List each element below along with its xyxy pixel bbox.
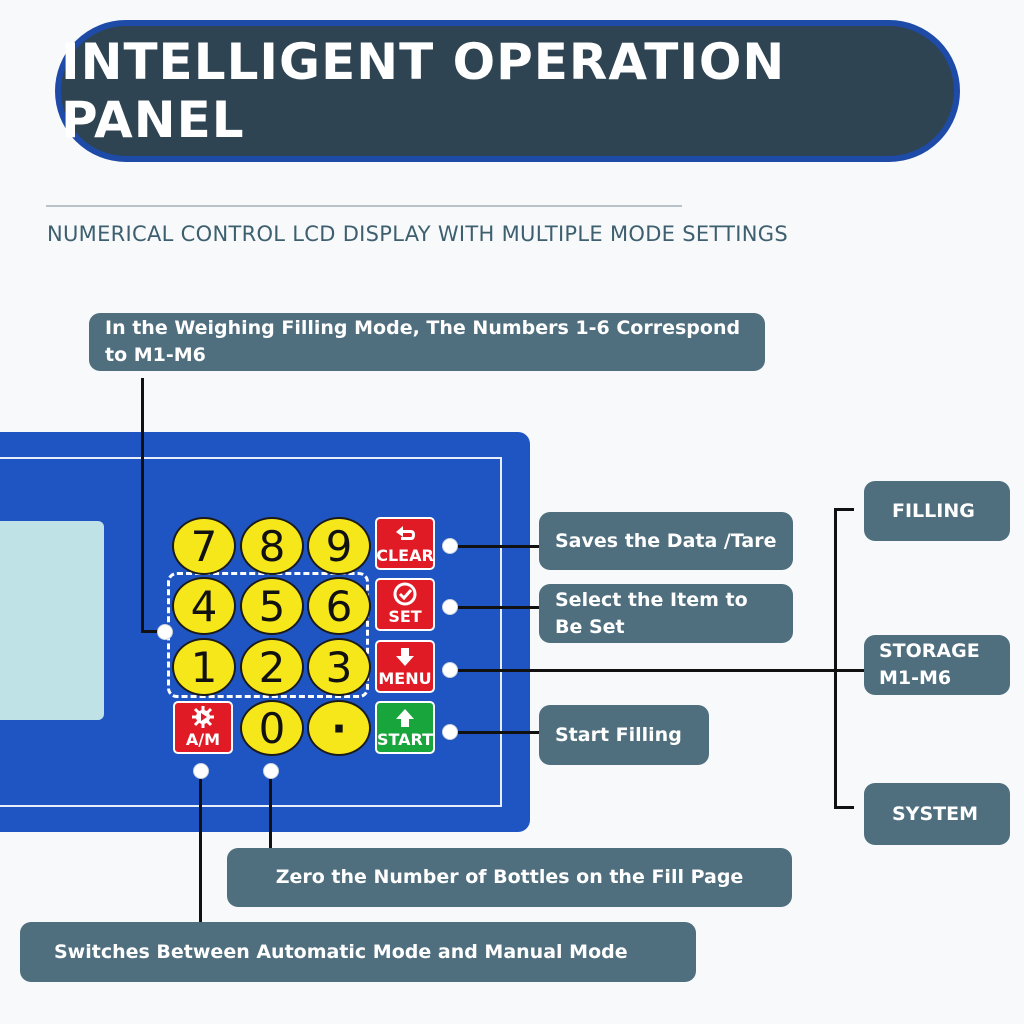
key-7[interactable]: 7 — [172, 517, 236, 575]
am-dot — [193, 763, 209, 779]
menu-dot — [442, 662, 458, 678]
am-connector — [199, 772, 202, 922]
key-3[interactable]: 3 — [307, 638, 371, 696]
menu-item-storage: STORAGE M1-M6 — [864, 635, 1010, 695]
divider — [46, 205, 682, 207]
start-connector — [457, 731, 540, 734]
panel-frame — [0, 457, 502, 807]
start-callout: Start Filling — [539, 705, 709, 765]
menu-connector — [457, 669, 864, 672]
clear-key[interactable]: CLEAR — [375, 517, 435, 570]
subtitle: NUMERICAL CONTROL LCD DISPLAY WITH MULTI… — [47, 222, 788, 246]
start-dot — [442, 724, 458, 740]
return-arrow-icon — [396, 526, 415, 540]
gear-icon — [192, 706, 214, 728]
menu-key[interactable]: MENU — [375, 640, 435, 693]
key-0[interactable]: 0 — [240, 700, 304, 756]
numbers-callout: In the Weighing Filling Mode, The Number… — [89, 313, 765, 371]
down-arrow-icon — [396, 648, 414, 666]
check-circle-icon — [393, 582, 417, 606]
zero-connector — [269, 772, 272, 848]
key-6[interactable]: 6 — [307, 577, 371, 635]
key-1[interactable]: 1 — [172, 638, 236, 696]
key-5[interactable]: 5 — [240, 577, 304, 635]
numbers-dot — [157, 624, 173, 640]
zero-dot — [263, 763, 279, 779]
key-2[interactable]: 2 — [240, 638, 304, 696]
menu-item-filling: FILLING — [864, 481, 1010, 541]
set-key[interactable]: SET — [375, 578, 435, 631]
set-connector — [457, 606, 540, 609]
page-title: INTELLIGENT OPERATION PANEL — [61, 33, 786, 149]
menu-bracket-top — [834, 508, 854, 511]
key-9[interactable]: 9 — [307, 517, 371, 575]
clear-dot — [442, 538, 458, 554]
menu-bracket-vertical — [834, 508, 837, 808]
clear-callout: Saves the Data /Tare — [539, 512, 793, 570]
am-key[interactable]: A/M — [173, 701, 233, 754]
up-arrow-icon — [396, 709, 414, 727]
am-key-label: A/M — [185, 730, 221, 749]
set-key-label: SET — [388, 607, 422, 626]
clear-key-label: CLEAR — [376, 546, 434, 565]
start-key[interactable]: START — [375, 701, 435, 754]
menu-key-label: MENU — [378, 669, 432, 688]
title-banner: INTELLIGENT OPERATION PANEL — [55, 20, 960, 162]
key-8[interactable]: 8 — [240, 517, 304, 575]
am-callout: Switches Between Automatic Mode and Manu… — [20, 922, 696, 982]
key-dot[interactable]: · — [307, 700, 371, 756]
menu-item-system: SYSTEM — [864, 783, 1010, 845]
zero-callout: Zero the Number of Bottles on the Fill P… — [227, 848, 792, 907]
set-callout: Select the Item to Be Set — [539, 584, 793, 643]
numbers-connector-tip — [141, 630, 166, 633]
lcd-display — [0, 521, 104, 720]
menu-bracket-bottom — [834, 806, 854, 809]
start-key-label: START — [376, 730, 434, 749]
numbers-connector — [141, 378, 144, 631]
set-dot — [442, 599, 458, 615]
clear-connector — [457, 545, 540, 548]
key-4[interactable]: 4 — [172, 577, 236, 635]
